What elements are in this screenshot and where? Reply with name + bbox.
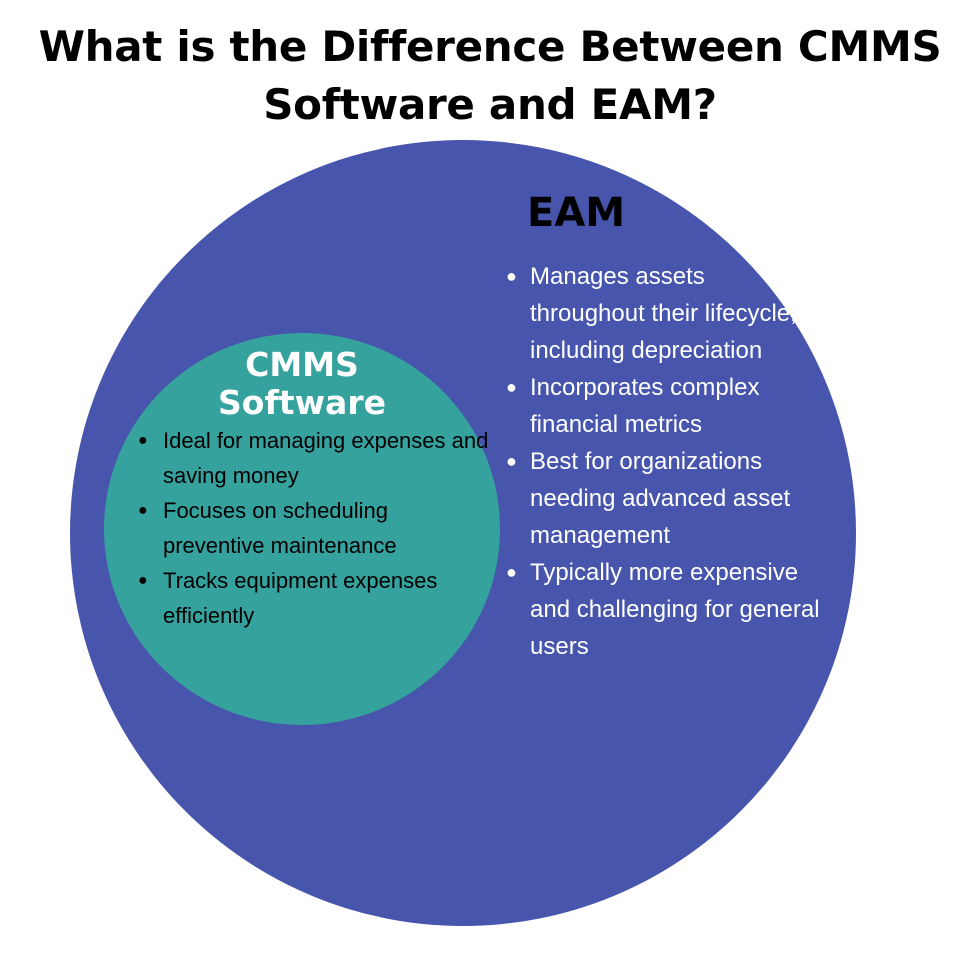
bullet-icon: ● [506,266,517,286]
cmms-item-text: Tracks equipment expenses efficiently [163,568,438,628]
eam-list: ● Manages assets throughout their lifecy… [506,258,826,665]
bullet-icon: ● [138,432,148,449]
eam-item-text: Manages assets throughout their lifecycl… [530,263,797,364]
page-title: What is the Difference Between CMMS Soft… [0,18,980,134]
bullet-icon: ● [138,502,148,519]
bullet-icon: ● [506,451,517,471]
eam-heading: EAM [527,190,626,236]
cmms-list: ● Ideal for managing expenses and saving… [138,423,490,633]
eam-item-text: Typically more expensive and challenging… [530,559,820,660]
cmms-heading: CMMS Software [160,346,444,422]
cmms-item-text: Focuses on scheduling preventive mainten… [163,498,397,558]
cmms-list-item: ● Focuses on scheduling preventive maint… [138,493,490,563]
cmms-circle [104,333,500,725]
cmms-list-item: ● Ideal for managing expenses and saving… [138,423,490,493]
title-line-1: What is the Difference Between CMMS [38,22,942,71]
eam-list-item: ● Incorporates complex financial metrics [506,369,826,443]
title-line-2: Software and EAM? [263,80,717,129]
cmms-item-text: Ideal for managing expenses and saving m… [163,428,489,488]
bullet-icon: ● [138,572,148,589]
eam-list-item: ● Manages assets throughout their lifecy… [506,258,826,369]
cmms-list-item: ● Tracks equipment expenses efficiently [138,563,490,633]
bullet-icon: ● [506,377,517,397]
eam-item-text: Best for organizations needing advanced … [530,448,791,549]
eam-list-item: ● Best for organizations needing advance… [506,443,826,554]
cmms-heading-line-1: CMMS [245,345,359,384]
eam-list-item: ● Typically more expensive and challengi… [506,554,826,665]
eam-item-text: Incorporates complex financial metrics [530,374,760,438]
bullet-icon: ● [506,562,517,582]
cmms-heading-line-2: Software [218,383,386,422]
